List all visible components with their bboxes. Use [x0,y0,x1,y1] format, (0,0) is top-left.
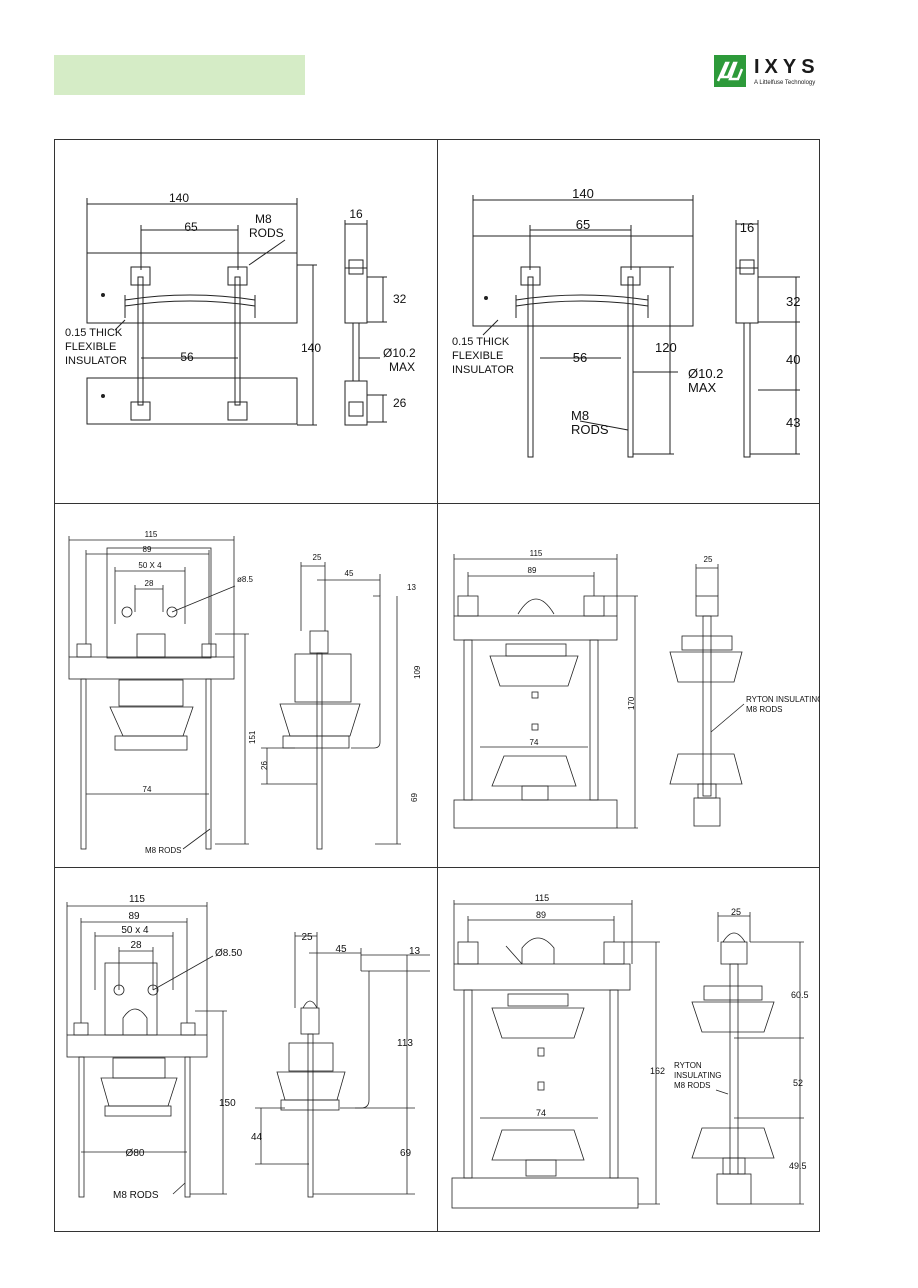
dim-width-total: 140 [572,186,594,201]
panel-clamp-drawing-2: 140 65 16 0.15 THICK FLEXIBLE INSULATOR … [438,140,820,503]
dim-hole: ø8.5 [237,575,254,584]
rods-label: M8 RODS [113,1190,159,1201]
header-color-box [54,55,305,95]
grid-divider-row-2 [54,867,820,868]
rod-label-line-2: RODS [571,422,609,437]
insulator-label-2: FLEXIBLE [65,341,116,353]
dim-rod-spacing: 65 [184,220,198,234]
insulator-label-3: INSULATOR [65,355,127,367]
side-dim-109: 109 [413,665,422,679]
panel-clamp-drawing-6: 115 89 74 162 25 60.5 52 49.5 RYTON INSU… [438,868,820,1231]
dim-width-total: 140 [169,191,189,205]
dim-115: 115 [535,893,549,903]
side-dim-45: 45 [345,569,354,578]
dim-170: 170 [627,696,636,710]
dim-115: 115 [129,894,145,905]
dim-rod-spacing: 65 [576,217,590,232]
insulator-label-3: INSULATOR [452,364,514,376]
insulator-label-2: FLEXIBLE [452,350,503,362]
dim-89: 89 [128,911,140,922]
side-dim-26: 26 [260,761,269,770]
rods-label: M8 RODS [145,846,181,855]
side-dim-113: 113 [397,1038,413,1049]
dim-a: 32 [786,294,800,309]
dim-b: 40 [786,352,800,367]
logo-tagline: A Littelfuse Technology [754,80,816,86]
insulator-label-1: 0.15 THICK [65,327,123,339]
panel-clamp-drawing-5: 115 89 50 x 4 28 Ø8.50 Ø80 150 M8 RODS 2… [55,868,437,1231]
ryton-label-2: INSULATING [674,1071,721,1080]
side-dim-52: 52 [793,1078,803,1088]
side-dim-13: 13 [407,583,416,592]
panel-clamp-drawing-3: 115 89 50 X 4 28 ø8.5 74 151 M8 RODS 25 … [55,504,437,867]
side-dim-60-5: 60.5 [791,990,809,1000]
ryton-label-2: M8 RODS [746,705,782,714]
dim-50x4: 50 x 4 [121,925,149,936]
ryton-label-1: RYTON [674,1061,702,1070]
logo-name: IXYS [754,56,820,78]
dim-diameter-max: MAX [389,360,415,374]
side-dim-25: 25 [301,932,313,943]
side-dim-69: 69 [410,793,419,802]
ryton-label-1: RYTON INSULATING [746,695,820,704]
ryton-label-3: M8 RODS [674,1081,710,1090]
side-dim-49-5: 49.5 [789,1161,807,1171]
rod-label-line-2: RODS [249,226,284,240]
panel-clamp-drawing-4: 115 89 74 170 25 RYTON INSULATING M8 ROD… [438,504,820,867]
dim-height: 140 [301,341,321,355]
dim-top: 32 [393,292,407,306]
ixys-logo: IXYS A Littelfuse Technology [714,55,824,89]
dim-diameter-max: MAX [688,380,717,395]
dim-74: 74 [536,1108,546,1118]
dim-50x4: 50 X 4 [138,561,162,570]
dim-bottom: 26 [393,396,407,410]
dim-side-width: 16 [740,220,754,235]
dim-74: 74 [143,785,152,794]
dim-inner: 56 [180,350,194,364]
grid-divider-vertical [437,139,438,1232]
side-dim-25: 25 [704,555,713,564]
rod-label-line-1: M8 [255,212,272,226]
dim-diameter-80: Ø80 [126,1148,145,1159]
dim-28: 28 [145,579,154,588]
side-dim-25: 25 [731,907,741,917]
rod-label-line-1: M8 [571,408,589,423]
dim-89: 89 [528,566,537,575]
dim-c: 43 [786,415,800,430]
dim-115: 115 [145,530,158,539]
side-dim-45: 45 [335,944,347,955]
dim-115: 115 [530,549,543,558]
dim-162: 162 [650,1066,665,1076]
panel-clamp-drawing-1: 140 65 M8 RODS 16 140 56 0.15 THICK FLEX… [55,140,437,503]
insulator-label-1: 0.15 THICK [452,336,510,348]
side-dim-13: 13 [409,946,421,957]
side-dim-69: 69 [400,1148,412,1159]
dim-side-width: 16 [349,207,363,221]
dim-74: 74 [530,738,539,747]
dim-150: 150 [219,1098,236,1109]
dim-89: 89 [143,545,152,554]
dim-diameter: Ø10.2 [688,366,723,381]
ixys-logo-mark-icon [714,55,746,87]
side-dim-25: 25 [313,553,322,562]
dim-height: 120 [655,340,677,355]
side-dim-44: 44 [251,1132,263,1143]
dim-inner: 56 [573,350,587,365]
dim-hole: Ø8.50 [215,948,243,959]
dim-diameter: Ø10.2 [383,346,416,360]
dim-151: 151 [248,730,257,744]
dim-89: 89 [536,910,546,920]
grid-divider-row-1 [54,503,820,504]
dim-28: 28 [130,940,142,951]
